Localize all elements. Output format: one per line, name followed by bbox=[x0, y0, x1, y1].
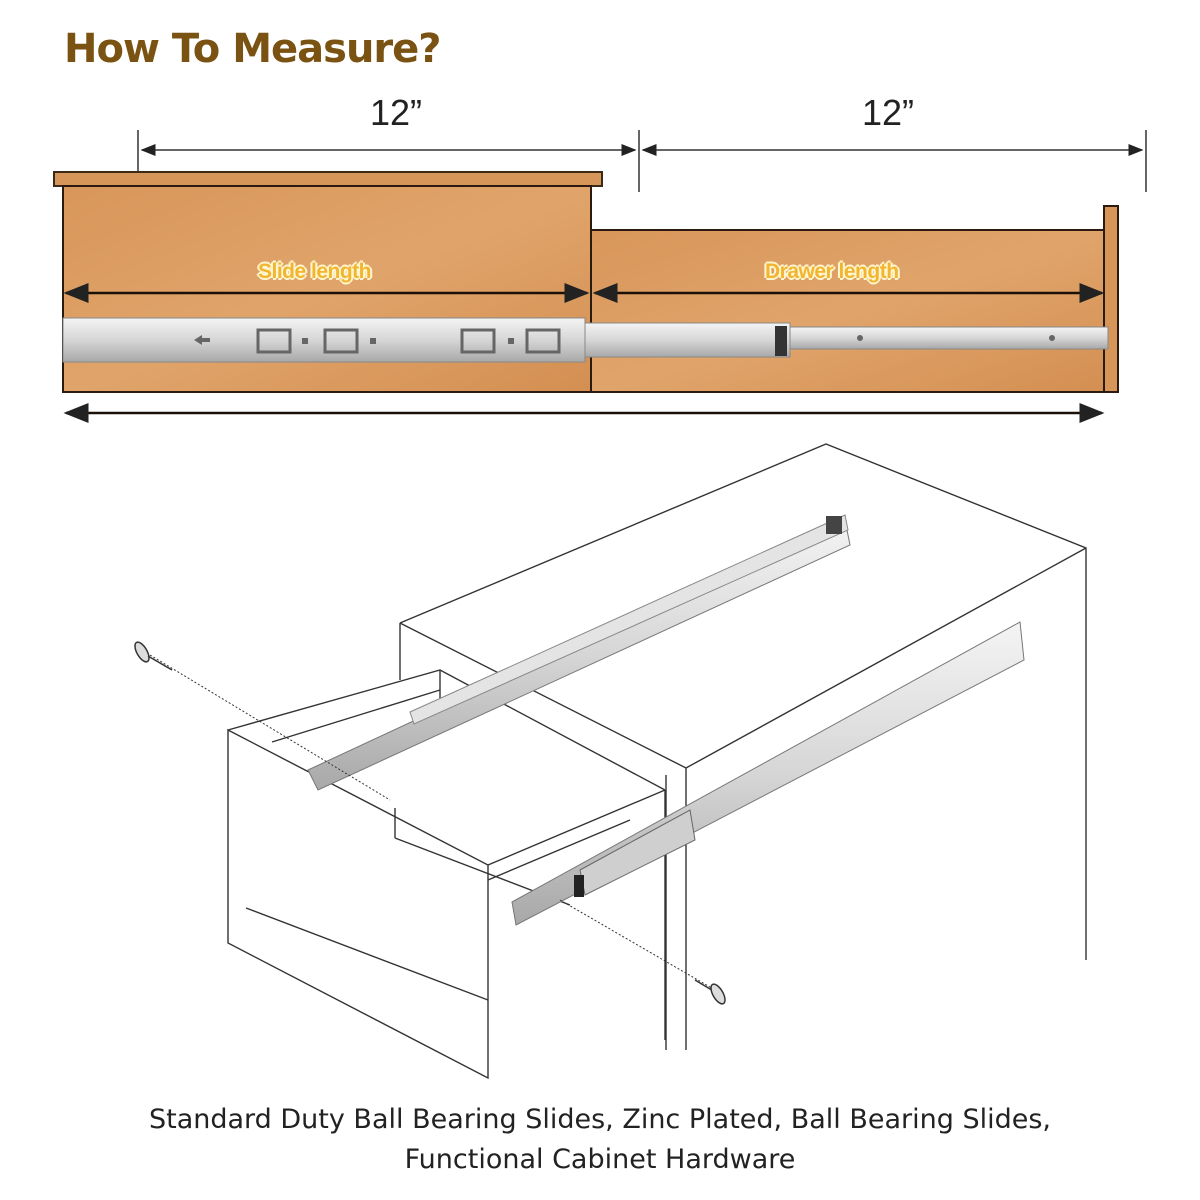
caption-line-2: Functional Cabinet Hardware bbox=[404, 1144, 796, 1175]
caption-line-1: Standard Duty Ball Bearing Slides, Zinc … bbox=[148, 1104, 1052, 1135]
length-arrows bbox=[63, 283, 1105, 423]
dimension-right: 12” bbox=[862, 92, 915, 133]
drawer-length-label: Drawer length bbox=[765, 260, 899, 283]
page-title: How To Measure? bbox=[64, 26, 441, 72]
screw-icon bbox=[134, 641, 726, 1005]
slide-rail-upper bbox=[307, 514, 851, 791]
dimension-lines bbox=[137, 130, 1147, 192]
slide-rail-lower bbox=[511, 621, 1025, 926]
dimension-left: 12” bbox=[370, 92, 423, 133]
cabinet-isometric bbox=[227, 443, 1087, 1080]
slide-length-label: Slide length bbox=[258, 260, 372, 283]
slide-rail-side bbox=[62, 317, 1109, 363]
